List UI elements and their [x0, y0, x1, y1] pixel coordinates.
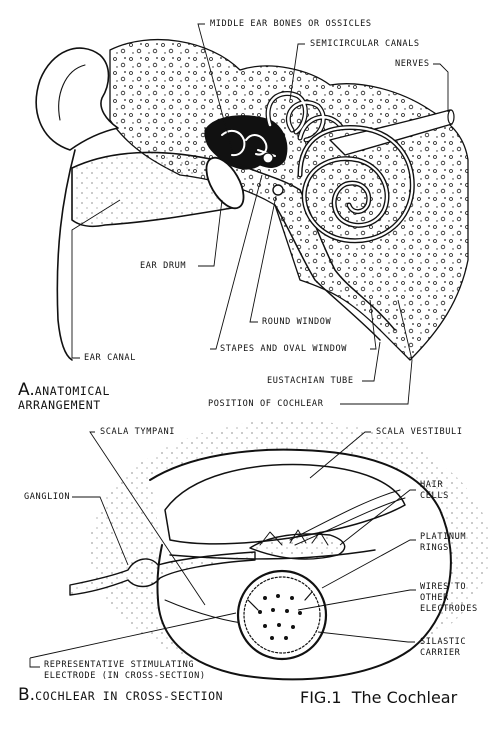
- electrode-wires: [258, 594, 302, 640]
- leader-lines-b: [29, 431, 416, 668]
- label-hair: HAIR: [420, 480, 444, 490]
- ear-canal: [71, 151, 233, 228]
- figure-title: The Cochlear: [351, 688, 458, 707]
- label-electrode-cross-section: ELECTRODE (IN CROSS-SECTION): [44, 671, 206, 681]
- scala-vestibuli: [164, 463, 406, 545]
- cross-section-drawing: [69, 420, 490, 681]
- label-silastic: SILASTIC: [420, 637, 467, 647]
- leader-lines-a: [71, 23, 449, 405]
- electrode-carrier: [236, 569, 328, 661]
- section-a-title: A.ANATOMICAL: [18, 382, 110, 399]
- label-ganglion: GANGLION: [24, 492, 71, 502]
- label-other: OTHER: [420, 593, 449, 603]
- label-nerves: NERVES: [395, 59, 430, 69]
- label-carrier: CARRIER: [420, 648, 461, 658]
- label-cells: CELLS: [420, 491, 449, 501]
- section-b-title-text: COCHLEAR IN CROSS-SECTION: [35, 689, 224, 703]
- section-a-letter: A.: [18, 380, 35, 400]
- label-ear-drum: EAR DRUM: [140, 261, 187, 271]
- label-rings: RINGS: [420, 543, 449, 553]
- anatomical-drawing: [35, 39, 469, 361]
- section-a-title-line1: ANATOMICAL: [34, 384, 110, 398]
- label-platinum: PLATINUM: [420, 532, 467, 542]
- section-b-letter: B.: [18, 685, 36, 705]
- label-eustachian-tube: EUSTACHIAN TUBE: [267, 376, 354, 386]
- label-semicircular-canals: SEMICIRCULAR CANALS: [310, 39, 420, 49]
- ear-drum: [205, 156, 245, 210]
- label-middle-ear-bones: MIDDLE EAR BONES OR OSSICLES: [210, 19, 372, 29]
- round-window: [272, 184, 284, 196]
- pinna: [35, 47, 119, 151]
- label-position-of-cochlear: POSITION OF COCHLEAR: [208, 399, 324, 409]
- label-scala-tympani: SCALA TYMPANI: [100, 427, 176, 437]
- label-round-window: ROUND WINDOW: [262, 317, 332, 327]
- label-scala-vestibuli: SCALA VESTIBULI: [376, 427, 463, 437]
- section-b-title: B.COCHLEAR IN CROSS-SECTION: [18, 687, 224, 704]
- section-a-title-line2: ARRANGEMENT: [18, 398, 101, 412]
- cochlea-spiral: [297, 125, 415, 244]
- label-representative-stimulating: REPRESENTATIVE STIMULATING: [44, 660, 195, 670]
- label-ear-canal: EAR CANAL: [84, 353, 136, 363]
- label-stapes-oval-window: STAPES AND OVAL WINDOW: [220, 344, 348, 354]
- label-electrodes: ELECTRODES: [420, 604, 478, 614]
- label-wires-to: WIRES TO: [420, 582, 467, 592]
- figure-number: FIG.1: [300, 688, 342, 707]
- platinum-ring: [243, 576, 321, 654]
- ganglion-nerve: [69, 551, 256, 596]
- figure-caption: FIG.1 The Cochlear: [300, 688, 457, 707]
